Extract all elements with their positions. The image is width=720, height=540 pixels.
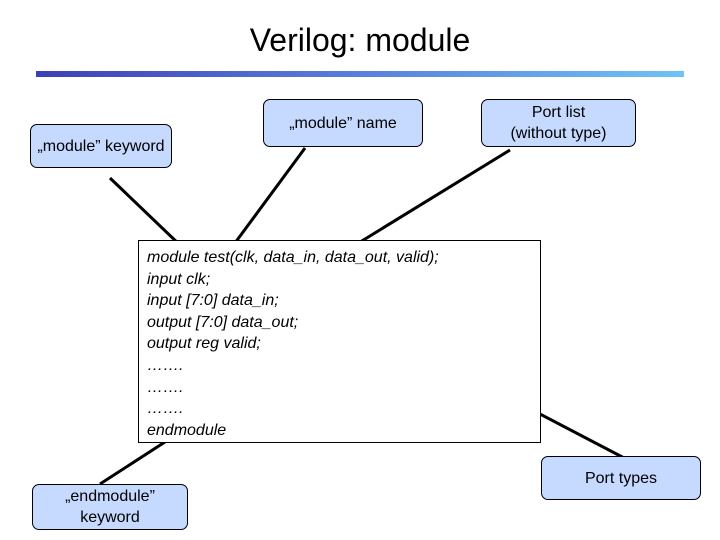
- port-types-label: Port types: [584, 469, 658, 487]
- port-list-callout: Port list (without type): [481, 99, 636, 147]
- connector-endmodule: [99, 438, 169, 486]
- code-line: module test(clk, data_in, data_out, vali…: [147, 249, 439, 266]
- module-name-callout: „module” name: [263, 99, 423, 147]
- module-keyword-label: „module” keyword: [37, 137, 165, 155]
- code-line: …….: [147, 400, 184, 418]
- port-list-label-line-1: Port list: [531, 104, 586, 121]
- code-line: …….: [147, 356, 184, 374]
- port-list-label-line-2: (without type): [510, 125, 607, 142]
- code-line: output reg valid;: [147, 335, 261, 353]
- port-types-callout: Port types: [541, 456, 701, 500]
- module-name-label: „module” name: [289, 114, 397, 132]
- module-keyword-callout: „module” keyword: [30, 124, 172, 168]
- connector-module-name: [230, 147, 307, 248]
- code-line: endmodule: [147, 421, 227, 439]
- connector-port-list: [351, 148, 511, 249]
- endmodule-keyword-label-line-1: „endmodule”: [65, 488, 155, 505]
- connector-module-keyword: [108, 176, 184, 249]
- slide-title: Verilog: module: [249, 22, 471, 58]
- verilog-code-block: module test(clk, data_in, data_out, vali…: [138, 240, 541, 443]
- code-line: …….: [147, 378, 184, 396]
- code-line: input [7:0] data_in;: [147, 292, 279, 310]
- endmodule-keyword-label-line-2: keyword: [80, 509, 140, 526]
- code-line: output [7:0] data_out;: [147, 313, 299, 331]
- title-underline: [36, 71, 684, 77]
- endmodule-keyword-callout: „endmodule” keyword: [32, 484, 188, 530]
- code-line: input clk;: [147, 270, 211, 288]
